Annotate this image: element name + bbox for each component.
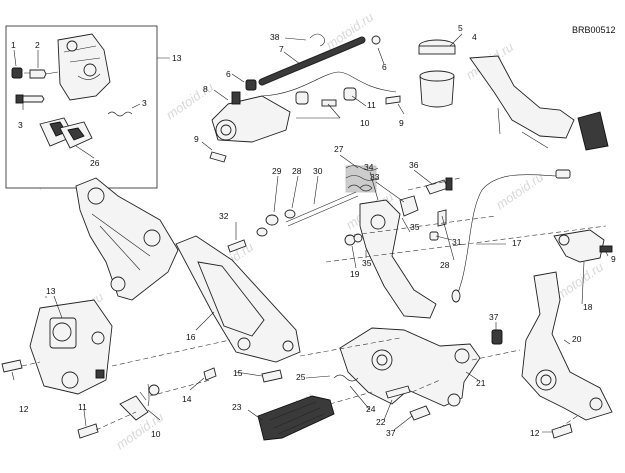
footpeg-group: 25 37 20 21 23 24 22 37 12 18 9 (232, 229, 616, 441)
callout-2: 2 (35, 40, 40, 50)
callout-6: 6 (226, 69, 231, 79)
callout-38: 38 (270, 32, 280, 42)
callout-3: 3 (18, 120, 23, 130)
callout-12: 12 (530, 428, 540, 438)
callout-23: 23 (232, 402, 242, 412)
callout-35: 35 (410, 222, 420, 232)
callout-36: 36 (409, 160, 419, 170)
callout-12: 12 (19, 404, 29, 414)
callout-27: 27 (334, 144, 344, 154)
brake-lever-group: 27 29 28 30 34 33 36 32 35 35 31 28 19 1… (219, 144, 607, 319)
callout-14: 14 (182, 394, 192, 404)
callout-37: 37 (489, 312, 499, 322)
callout-10: 10 (360, 118, 370, 128)
callout-29: 29 (272, 166, 282, 176)
callout-25: 25 (296, 372, 306, 382)
callout-10: 10 (151, 429, 161, 439)
callout-34: 34 (364, 162, 374, 172)
diagram-code: BRB00512 (572, 25, 616, 35)
callout-4: 4 (472, 32, 477, 42)
callout-24: 24 (366, 404, 376, 414)
callout-30: 30 (313, 166, 323, 176)
frame-and-caliper-group: 13 16 12 15 14 11 10 (1, 177, 301, 439)
callout-6: 6 (382, 62, 387, 72)
callout-21: 21 (476, 378, 486, 388)
callout-18: 18 (583, 302, 593, 312)
callout-9: 9 (399, 118, 404, 128)
master-cylinder-group: 38 7 5 4 6 6 8 9 9 11 10 (194, 23, 609, 163)
callout-16: 16 (186, 332, 196, 342)
callout-22: 22 (376, 417, 386, 427)
callout-31: 31 (452, 237, 462, 247)
callout-13: 13 (172, 53, 182, 63)
callout-20: 20 (572, 334, 582, 344)
callout-17: 17 (512, 238, 522, 248)
callout-15: 15 (233, 368, 243, 378)
callout-32: 32 (219, 211, 229, 221)
callout-9: 9 (194, 134, 199, 144)
callout-19: 19 (350, 269, 360, 279)
callout-1: 1 (11, 40, 16, 50)
callout-3: 3 (142, 98, 147, 108)
callout-13: 13 (46, 286, 56, 296)
callout-28: 28 (440, 260, 450, 270)
callout-9: 9 (611, 254, 616, 264)
callout-26: 26 (90, 158, 100, 168)
callout-33: 33 (370, 172, 380, 182)
callout-37: 37 (386, 428, 396, 438)
callout-5: 5 (458, 23, 463, 33)
watermark: motoid.ru (553, 259, 606, 302)
callout-8: 8 (203, 84, 208, 94)
callout-35: 35 (362, 258, 372, 268)
callout-11: 11 (367, 100, 376, 110)
callout-7: 7 (279, 44, 284, 54)
callout-28: 28 (292, 166, 302, 176)
callout-11: 11 (78, 402, 87, 412)
watermark: motoid.ru (163, 79, 216, 122)
watermark: motoid.ru (493, 169, 546, 212)
caliper-detail-inset: 1 2 3 3 26 13 (5, 25, 182, 189)
